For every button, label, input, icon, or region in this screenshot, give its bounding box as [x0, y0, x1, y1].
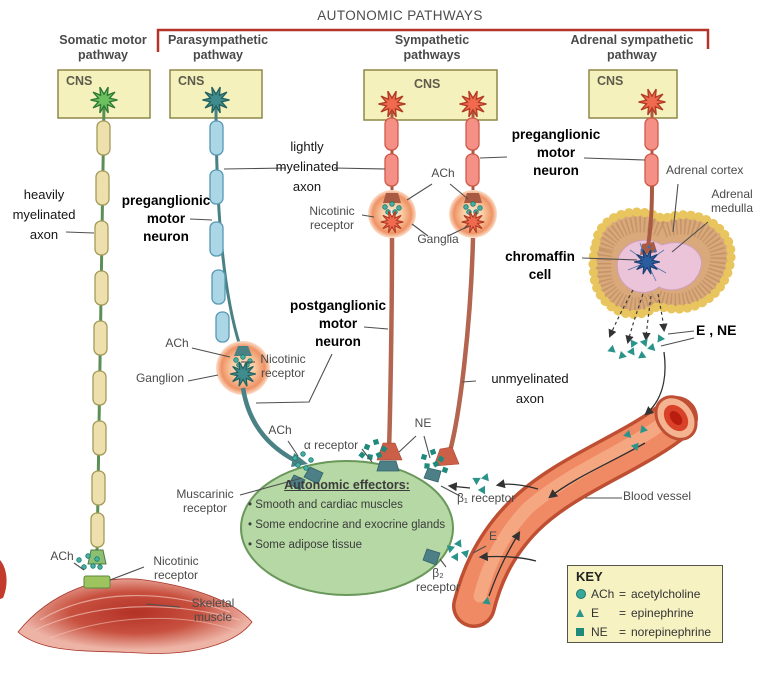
ach-dot-icon: [576, 588, 586, 599]
sympathetic-ganglion: [368, 190, 416, 238]
muscarinic-receptor-shape: [303, 466, 324, 485]
alpha-receptor-shape: [376, 460, 400, 472]
red-edge-shape: [0, 560, 7, 599]
label-ach-somatic: ACh: [50, 549, 74, 563]
key-abbr: NE: [591, 624, 608, 639]
label-ganglion: Ganglion: [135, 371, 185, 385]
column-header-adrenal: Adrenal sympathetic pathway: [570, 33, 694, 62]
label-ach-effector: ACh: [268, 423, 292, 437]
cns-label-parasympathetic: CNS: [178, 74, 205, 88]
label-preganglionic-motor-neuron-para: preganglionic motor neuron: [121, 193, 211, 244]
vessel-opening: [654, 395, 698, 441]
effector-item: Some endocrine and exocrine glands: [248, 515, 460, 535]
column-header-somatic: Somatic motor pathway: [59, 33, 147, 62]
label-skeletal-muscle: Skeletal muscle: [191, 596, 235, 624]
label-beta2-receptor: β₂ receptor: [415, 566, 461, 594]
hormone-flow-arrows: [444, 471, 539, 562]
label-ach-parasympathetic: ACh: [165, 336, 189, 350]
label-alpha-receptor: α receptor: [303, 438, 359, 452]
label-chromaffin-cell: chromaffin cell: [505, 249, 575, 282]
label-preganglionic-motor-neuron-sym: preganglionic motor neuron: [511, 127, 601, 178]
key-equals: =: [619, 605, 627, 620]
figure-title: AUTONOMIC PATHWAYS: [317, 8, 483, 23]
label-beta1-receptor: β₁ receptor: [457, 491, 516, 505]
key-row-ach: ACh = acetylcholine: [576, 584, 722, 603]
label-postganglionic-motor-neuron: postganglionic motor neuron: [290, 298, 386, 349]
key-row-e: E = epinephrine: [576, 603, 722, 622]
autonomic-bracket: [156, 28, 710, 52]
effector-item: Smooth and cardiac muscles: [248, 495, 460, 515]
key-abbr: ACh: [591, 586, 615, 601]
epinephrine-triangle-icon: [576, 608, 584, 617]
label-e: E: [488, 529, 497, 543]
key-row-ne: NE = norepinephrine: [576, 622, 722, 641]
key-equals: =: [619, 624, 627, 639]
label-blood-vessel: Blood vessel: [623, 489, 692, 503]
label-heavily-myelinated-axon: heavily myelinated axon: [12, 187, 76, 242]
key-equals: =: [619, 586, 627, 601]
label-ganglia: Ganglia: [417, 232, 459, 246]
column-header-sympathetic: Sympathetic pathways: [394, 33, 470, 62]
adrenal-gland-shape: [588, 207, 736, 319]
effectors-list: Smooth and cardiac muscles Some endocrin…: [248, 495, 460, 555]
effector-item: Some adipose tissue: [248, 535, 460, 555]
norepinephrine-square-icon: [576, 627, 584, 636]
label-adrenal-cortex: Adrenal cortex: [666, 163, 744, 177]
key-meaning: epinephrine: [631, 605, 694, 620]
cns-label-adrenal: CNS: [597, 74, 624, 88]
column-header-parasympathetic: Parasympathetic pathway: [167, 33, 269, 62]
cns-boxes: [57, 69, 678, 121]
key-legend: KEY ACh = acetylcholine E = epinephrine …: [567, 565, 723, 643]
adrenal-pathway-art: [607, 88, 668, 416]
label-e-ne: E , NE: [696, 322, 737, 338]
label-ach-sympathetic: ACh: [431, 166, 455, 180]
label-muscarinic-receptor: Muscarinic receptor: [176, 487, 234, 515]
key-meaning: acetylcholine: [631, 586, 701, 601]
blood-vessel-shape: [452, 395, 698, 628]
label-nicotinic-receptor-sympathetic: Nicotinic receptor: [309, 204, 355, 232]
parasympathetic-pathway-art: [201, 86, 324, 491]
label-ne: NE: [414, 416, 432, 430]
label-nicotinic-receptor-somatic: Nicotinic receptor: [153, 554, 199, 582]
key-title: KEY: [576, 569, 603, 584]
label-unmyelinated-axon: unmyelinated axon: [491, 371, 569, 406]
effectors-title: Autonomic effectors:: [284, 478, 410, 492]
key-meaning: norepinephrine: [631, 624, 712, 639]
somatic-pathway-art: [76, 86, 119, 589]
leader-lines: [65, 156, 709, 608]
label-lightly-myelinated-axon: lightly myelinated axon: [275, 139, 339, 194]
beta1-receptor-shape: [423, 467, 442, 483]
label-adrenal-medulla: Adrenal medulla: [710, 187, 754, 215]
cns-label-sympathetic: CNS: [414, 77, 441, 91]
label-nicotinic-receptor-parasympathetic: Nicotinic receptor: [260, 352, 306, 380]
cns-label-somatic: CNS: [66, 74, 93, 88]
key-abbr: E: [591, 605, 600, 620]
sympathetic-ganglion: [449, 190, 497, 238]
